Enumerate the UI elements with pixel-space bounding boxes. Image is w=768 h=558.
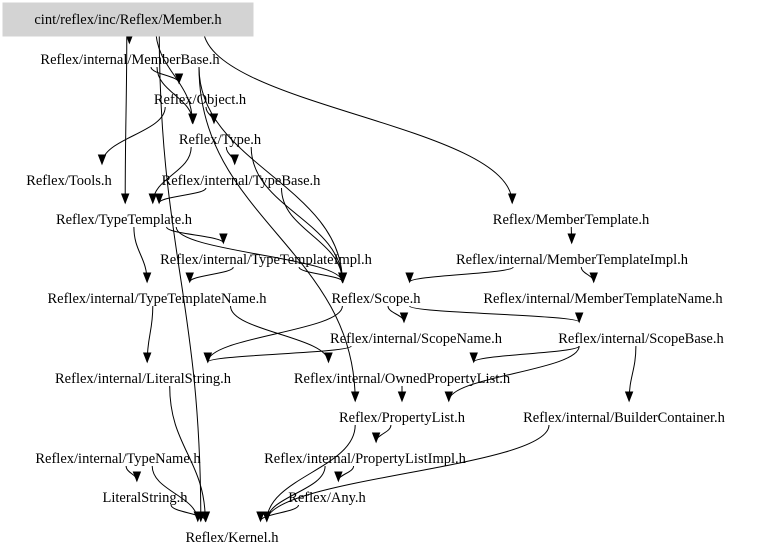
edge-typetemplate-to-scope (175, 226, 343, 283)
arrowhead-typetemplateimpl-to-scope (338, 272, 348, 284)
node-literalstring[interactable]: LiteralString.h (103, 490, 189, 506)
arrowhead-any-to-kernel (256, 511, 265, 523)
arrowhead-object-to-tools (97, 154, 107, 166)
node-typetemplateimpl[interactable]: Reflex/internal/TypeTemplateImpl.h (160, 252, 373, 268)
arrowhead-scopebase-to-ownedpropertylist (469, 352, 478, 364)
node-propertylist[interactable]: Reflex/PropertyList.h (339, 410, 466, 426)
node-literalstring-internal[interactable]: Reflex/internal/LiteralString.h (55, 371, 232, 387)
edge-memberbase-to-scope (198, 66, 343, 283)
arrowhead-ownedpropertylist-to-propertylist (397, 391, 407, 403)
arrowhead-scope-to-scopename (399, 312, 409, 324)
node-membertemplateimpl[interactable]: Reflex/internal/MemberTemplateImpl.h (456, 252, 689, 268)
arrowhead-membertemplate-to-membertemplateimpl (567, 233, 576, 245)
arrowhead-scope-to-scopebase (574, 312, 584, 324)
node-scopename[interactable]: Reflex/internal/ScopeName.h (330, 331, 503, 347)
node-typetemplatename[interactable]: Reflex/internal/TypeTemplateName.h (47, 291, 267, 307)
edge-propertylist-to-kernel (266, 424, 356, 522)
nodes-layer: cint/reflex/inc/Reflex/Member.h Reflex/i… (2, 2, 726, 546)
edge-typebase-to-scope (281, 187, 343, 283)
arrowhead-membertemplateimpl-to-scope (405, 272, 414, 284)
edge-scope-to-literalstringint (207, 305, 343, 363)
arrowhead-member-to-membertemplate (507, 193, 517, 205)
arrowhead-typetemplatename-to-literalstringint (142, 352, 152, 364)
edge-member-to-membertemplate (202, 26, 513, 204)
root-node-box (2, 2, 254, 37)
edge-membertemplateimpl-to-scope (409, 266, 514, 283)
arrowhead-typename-to-literalstring (132, 471, 142, 483)
node-tools[interactable]: Reflex/Tools.h (26, 173, 112, 189)
node-buildercontainer[interactable]: Reflex/internal/BuilderContainer.h (523, 410, 725, 426)
node-membertemplate[interactable]: Reflex/MemberTemplate.h (493, 212, 650, 228)
arrowhead-scopebase-to-buildercontainer (624, 391, 634, 403)
arrowhead-memberbase-to-object (174, 73, 184, 85)
node-object[interactable]: Reflex/Object.h (154, 92, 247, 108)
node-kernel[interactable]: Reflex/Kernel.h (185, 530, 279, 546)
node-membertemplatename[interactable]: Reflex/internal/MemberTemplateName.h (483, 291, 723, 307)
arrowhead-propertylist-to-propertylistimpl (371, 432, 381, 444)
arrowhead-type-to-typetemplate (148, 193, 158, 205)
node-propertylistimpl[interactable]: Reflex/internal/PropertyListImpl.h (264, 451, 466, 467)
node-scopebase[interactable]: Reflex/internal/ScopeBase.h (558, 331, 724, 347)
edge-memberbase-to-propertylist (198, 66, 356, 402)
edge-scopename-to-literalstringint (207, 345, 352, 363)
arrowhead-membertemplateimpl-to-membertemplatename (589, 272, 598, 284)
arrowhead-typetemplateimpl-to-typetemplatename (185, 272, 194, 284)
arrowhead-propertylistimpl-to-any (334, 471, 343, 483)
edge-object-to-tools (101, 106, 166, 165)
arrowhead-buildercontainer-to-kernel (262, 511, 272, 523)
edge-literalstringint-to-kernel (169, 385, 206, 522)
edge-member-to-type (155, 26, 193, 124)
node-member[interactable]: cint/reflex/inc/Reflex/Member.h (34, 12, 222, 28)
arrowhead-memberbase-to-type (188, 113, 198, 125)
arrowhead-typetemplate-to-typetemplateimpl (219, 233, 228, 245)
edge-typetemplatename-to-ownedpropertylist (230, 305, 329, 363)
arrowhead-literalstring-to-kernel (201, 511, 211, 523)
arrowhead-memberbase-to-propertylist (350, 391, 360, 403)
arrowhead-object-to-type (209, 113, 219, 125)
node-type[interactable]: Reflex/Type.h (179, 132, 262, 148)
node-typebase[interactable]: Reflex/internal/TypeBase.h (162, 173, 322, 189)
arrowhead-typebase-to-typetemplate (154, 193, 164, 205)
node-typename[interactable]: Reflex/internal/TypeName.h (35, 451, 201, 467)
edge-scopebase-to-propertylist (448, 345, 580, 402)
edge-scopebase-to-ownedpropertylist (473, 345, 580, 363)
node-typetemplate[interactable]: Reflex/TypeTemplate.h (56, 212, 193, 228)
node-memberbase[interactable]: Reflex/internal/MemberBase.h (40, 52, 220, 68)
arrowhead-typetemplate-to-typetemplatename (142, 272, 152, 284)
arrowhead-scopename-to-literalstringint (203, 352, 213, 364)
edge-memberbase-to-object (150, 66, 180, 84)
edge-buildercontainer-to-kernel (266, 424, 550, 522)
edge-typetemplateimpl-to-scope (298, 266, 344, 283)
node-scope[interactable]: Reflex/Scope.h (332, 291, 422, 307)
arrowhead-member-to-typetemplate (120, 193, 130, 205)
edge-type-to-scope (250, 146, 343, 283)
node-ownedpropertylist[interactable]: Reflex/internal/OwnedPropertyList.h (294, 371, 511, 387)
edge-member-to-typetemplate (124, 26, 128, 204)
edge-scope-to-scopebase (409, 305, 580, 323)
edge-typebase-to-typetemplate (158, 187, 207, 204)
arrowhead-typetemplatename-to-ownedpropertylist (324, 352, 333, 364)
arrowhead-scopebase-to-propertylist (444, 391, 454, 403)
edge-typetemplate-to-typetemplateimpl (166, 226, 224, 244)
edges-layer (97, 26, 637, 523)
node-any[interactable]: Reflex/Any.h (288, 490, 366, 506)
arrowhead-type-to-typebase (230, 154, 239, 166)
edge-typetemplateimpl-to-typetemplatename (189, 266, 234, 283)
edge-member-to-kernel (158, 26, 202, 522)
